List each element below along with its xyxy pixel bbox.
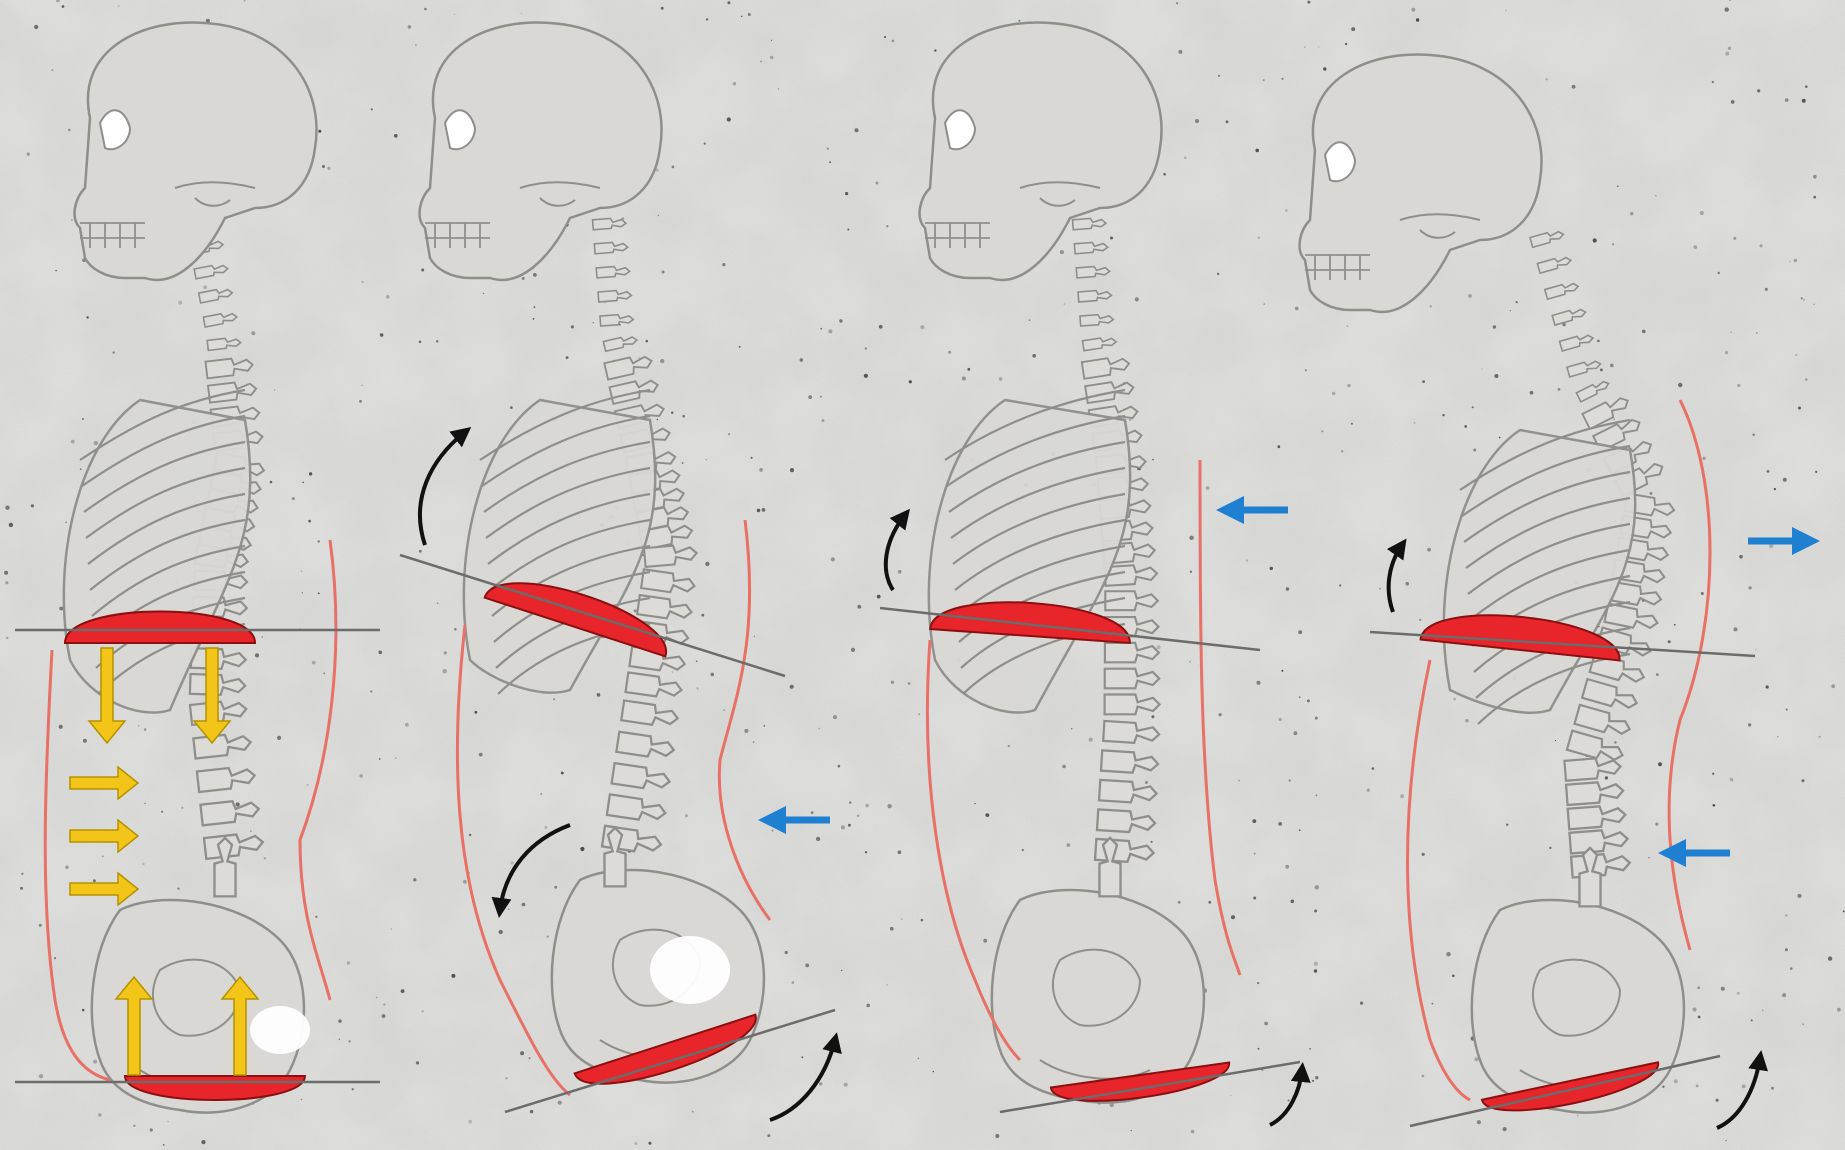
highlight-shape — [250, 1006, 310, 1054]
highlight-shape — [650, 936, 730, 1004]
